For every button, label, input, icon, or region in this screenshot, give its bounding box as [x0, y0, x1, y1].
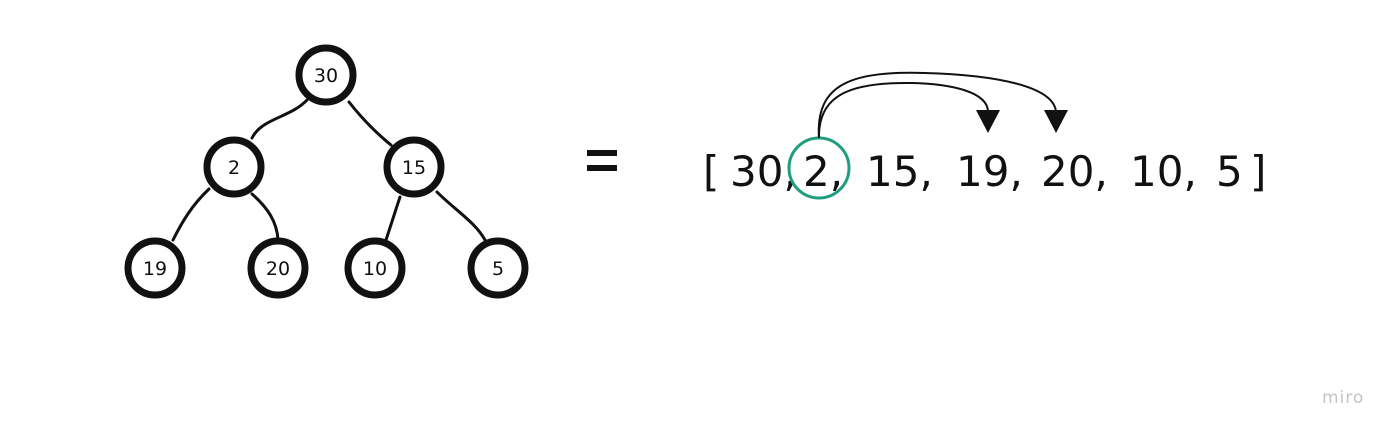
miro-watermark: miro — [1322, 388, 1364, 408]
arrow-to-right-child — [817, 71, 1057, 139]
tree-node-20: 20 — [247, 237, 309, 299]
node-label: 30 — [314, 65, 338, 87]
node-circle — [203, 136, 265, 198]
tree-node-5: 5 — [467, 237, 529, 299]
array-item: 15, — [866, 147, 933, 196]
equals-sign — [587, 150, 617, 171]
tree-node-10: 10 — [344, 237, 406, 299]
edge-2-19 — [171, 187, 211, 242]
node-label: 20 — [266, 258, 290, 280]
node-label: 2 — [228, 157, 240, 179]
node-circle — [467, 237, 529, 299]
node-label: 10 — [363, 258, 387, 280]
array-item: 30, — [730, 147, 797, 196]
arrowhead-icon — [976, 110, 1000, 133]
child-arrows — [817, 71, 1068, 139]
edge-2-20 — [250, 192, 280, 242]
edge-30-15 — [347, 100, 393, 147]
equals-bar-top — [587, 150, 617, 156]
array-item: 2, — [803, 147, 843, 196]
tree-edges — [171, 98, 487, 242]
node-circle — [383, 136, 445, 198]
array-item: 20, — [1041, 147, 1108, 196]
array-open-bracket: [ — [703, 147, 719, 196]
node-circle — [295, 44, 357, 106]
array-item: 5 — [1216, 147, 1243, 196]
tree-node-2: 2 — [203, 136, 265, 198]
equals-bar-bottom — [587, 165, 617, 171]
node-label: 15 — [402, 157, 426, 179]
tree-node-15: 15 — [383, 136, 445, 198]
tree-node-30: 30 — [295, 44, 357, 106]
node-label: 19 — [143, 258, 167, 280]
array-item: 10, — [1130, 147, 1197, 196]
array-representation: [ 30, 2, 15, 19, 20, 10, 5 ] — [703, 147, 1266, 196]
edge-30-2 — [250, 98, 309, 140]
edge-15-5 — [435, 190, 487, 242]
array-item: 19, — [956, 147, 1023, 196]
node-label: 5 — [492, 258, 504, 280]
array-close-bracket: ] — [1250, 147, 1266, 196]
tree-node-19: 19 — [124, 237, 186, 299]
arrow-to-left-child — [817, 81, 989, 139]
node-circle — [247, 237, 309, 299]
node-circle — [124, 237, 186, 299]
arrowhead-icon — [1044, 110, 1068, 133]
node-circle — [344, 237, 406, 299]
edge-15-10 — [384, 195, 402, 242]
